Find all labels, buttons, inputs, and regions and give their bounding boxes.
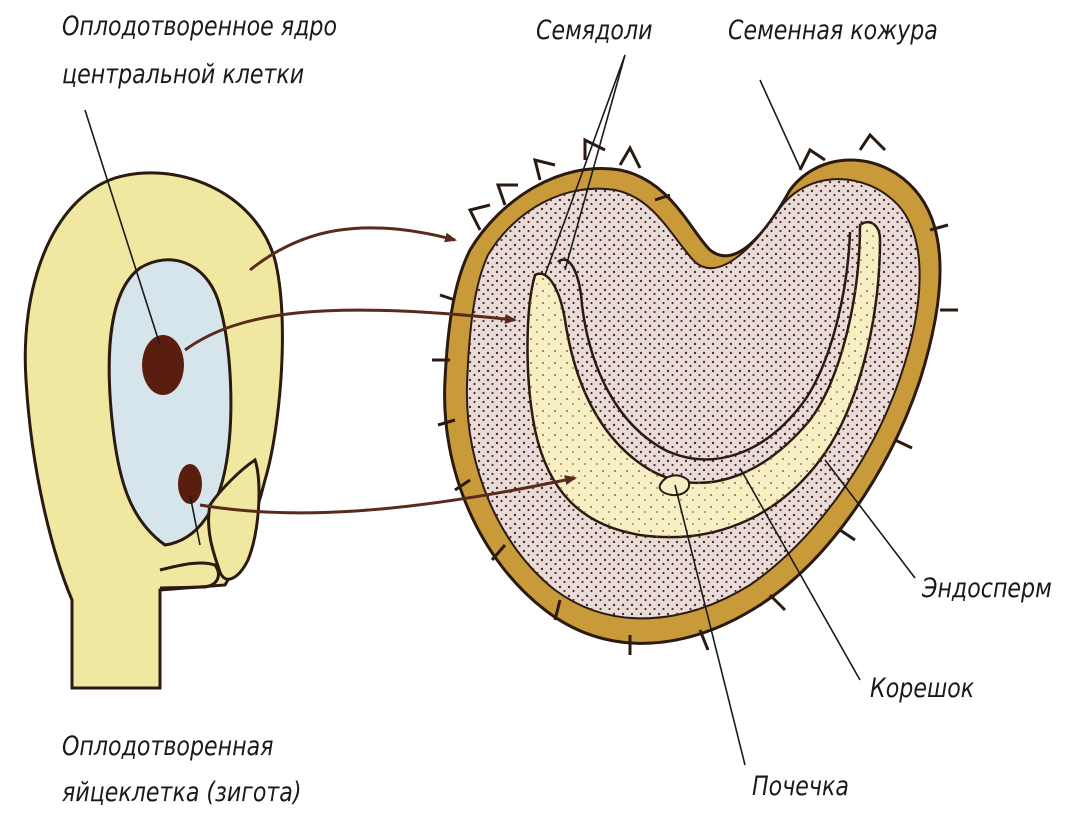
ovule xyxy=(25,173,282,688)
label-radicle: Корешок xyxy=(870,670,974,708)
arrow-ovule-to-seed xyxy=(250,228,455,270)
label-central-nucleus-line1: Оплодотворенное ядро xyxy=(62,8,337,46)
label-seed-coat: Семенная кожура xyxy=(728,12,938,50)
seed xyxy=(432,135,958,655)
label-zygote-line1: Оплодотворенная xyxy=(62,728,273,766)
central-nucleus xyxy=(142,335,184,395)
label-endosperm: Эндосперм xyxy=(922,570,1052,608)
label-central-nucleus-line2: центральной клетки xyxy=(62,56,304,94)
label-zygote-line2: яйцеклетка (зигота) xyxy=(62,774,302,812)
label-cotyledons: Семядоли xyxy=(536,12,653,50)
leader-seed-coat xyxy=(760,80,800,168)
label-plumule: Почечка xyxy=(752,768,849,806)
